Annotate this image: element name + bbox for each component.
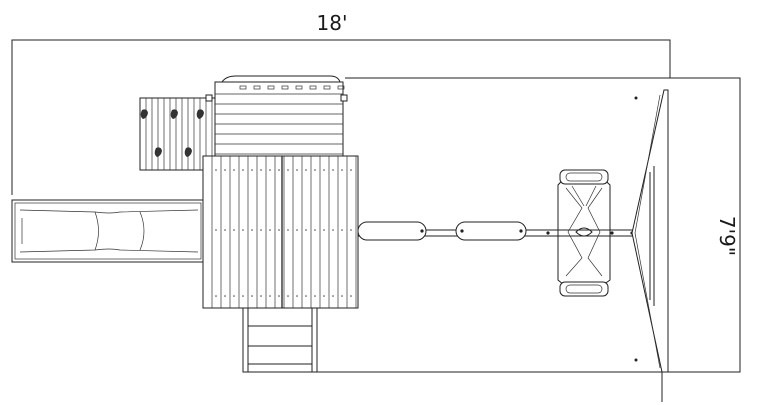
climbing-wall <box>139 97 217 171</box>
slide <box>11 199 205 263</box>
ladder <box>242 307 318 373</box>
swing-beam <box>357 221 650 241</box>
main-deck <box>202 155 359 309</box>
dimension-lines <box>11 39 741 402</box>
length-dimension-label: 18' <box>317 11 348 35</box>
roof-deck <box>205 75 348 157</box>
width-dimension-label: 7'9" <box>715 216 739 256</box>
a-frame-leg <box>631 89 669 373</box>
glider-swing <box>557 169 611 297</box>
